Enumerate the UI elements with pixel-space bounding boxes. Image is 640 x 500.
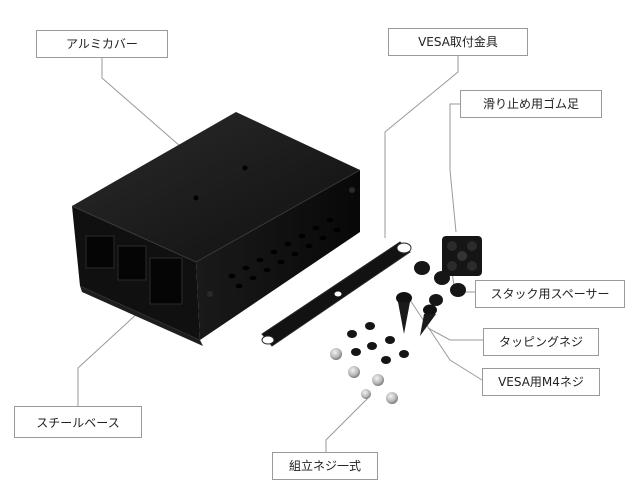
leader-assembly-screws [325,397,369,452]
label-tapping-screw: タッピングネジ [483,328,599,356]
leader-tapping-screw [427,327,483,341]
vent-holes [228,217,341,289]
leader-vesa-bracket [384,56,459,238]
label-vesa-m4-screw: VESA用M4ネジ [482,368,600,396]
stack-spacers [414,261,466,306]
label-rubber-feet: 滑り止め用ゴム足 [460,90,602,118]
label-vesa-bracket: VESA取付金具 [388,28,528,56]
aluminum-case [71,112,361,346]
leader-lines [77,56,483,452]
leader-steel-base [77,299,153,406]
assembly-screws [330,322,409,404]
leader-rubber-feet [449,103,460,233]
rubber-feet [442,236,482,276]
label-aluminum-cover: アルミカバー [36,30,168,58]
vesa-m4-screws [396,292,437,336]
vesa-bracket [261,241,412,347]
label-stack-spacer: スタック用スペーサー [475,280,625,308]
leader-aluminum-cover [101,58,197,161]
label-assembly-screws: 組立ネジ一式 [272,452,378,480]
label-steel-base: スチールベース [14,406,142,438]
